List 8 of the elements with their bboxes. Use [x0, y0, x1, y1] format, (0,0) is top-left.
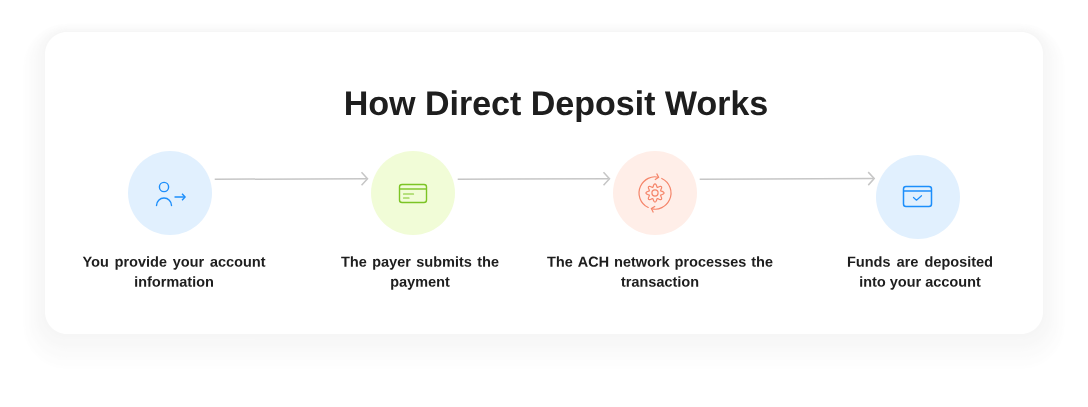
step-caption: The payer submits the payment [341, 256, 499, 290]
step-caption: You provide your account information [82, 256, 266, 287]
step-caption: Funds are deposited into your account [847, 256, 993, 290]
arrow [456, 171, 611, 186]
arrow [213, 171, 369, 186]
arrow [698, 171, 876, 186]
step-caption: The ACH network processes the transaction [547, 256, 773, 287]
title: How Direct Deposit Works [346, 90, 767, 123]
